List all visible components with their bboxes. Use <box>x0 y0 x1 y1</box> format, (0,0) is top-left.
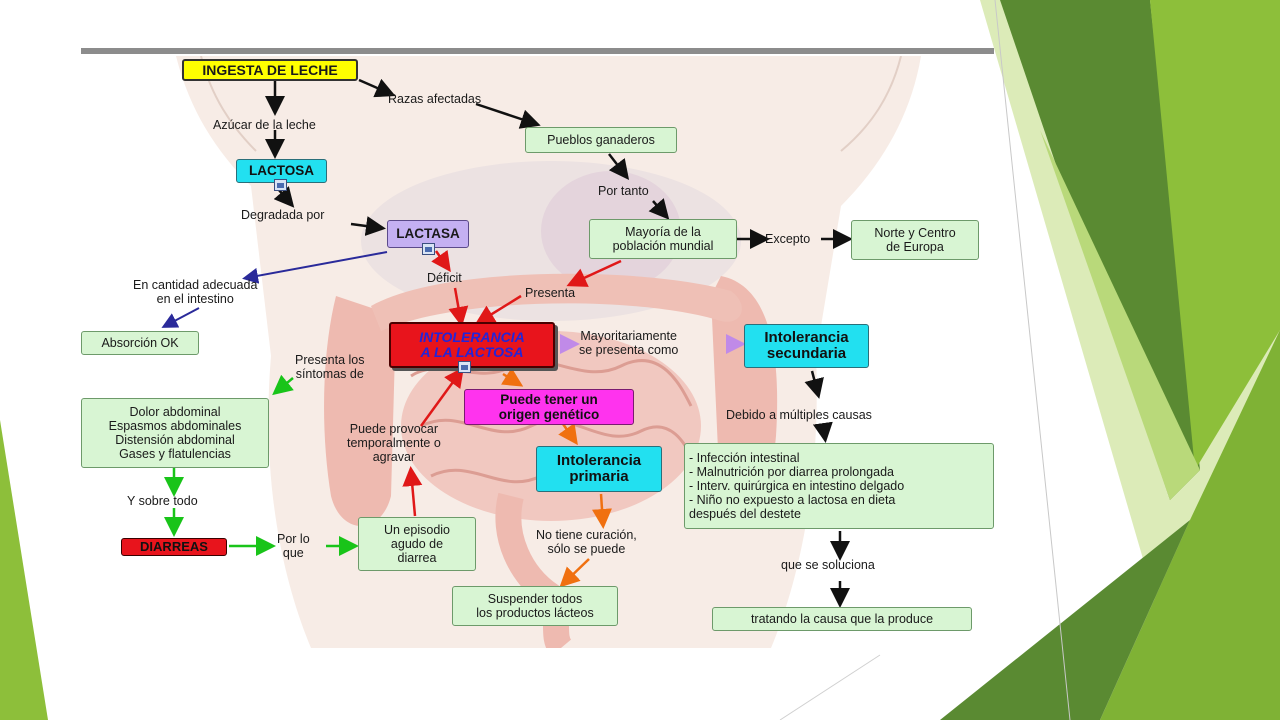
label-deficit: Déficit <box>427 271 462 285</box>
label-excepto: Excepto <box>765 232 811 246</box>
label-azucar-leche: Azúcar de la leche <box>213 118 316 132</box>
node-intolerancia-primaria: Intolerancia primaria <box>536 446 662 492</box>
label-cantidad-adecuada: En cantidad adecuada en el intestino <box>133 278 258 306</box>
concept-map-figure: INGESTA DE LECHE LACTOSA LACTASA Pueblos… <box>81 56 994 648</box>
right-green-triangle-top <box>1150 0 1280 470</box>
label-puede-provocar: Puede provocar temporalmente o agravar <box>347 422 441 464</box>
connector-arrows <box>161 78 853 608</box>
left-green-triangle <box>0 420 48 720</box>
label-debido-causas: Debido a múltiples causas <box>726 408 872 422</box>
label-presenta: Presenta <box>525 286 576 300</box>
node-diarreas: DIARREAS <box>121 538 227 556</box>
label-degradada-por: Degradada por <box>241 208 325 222</box>
node-tratando-causa: tratando la causa que la produce <box>712 607 972 631</box>
node-lactosa: LACTOSA <box>236 159 327 183</box>
label-y-sobre-todo: Y sobre todo <box>127 494 198 508</box>
node-intolerancia-secundaria: Intolerancia secundaria <box>744 324 869 368</box>
node-suspender-lacteos: Suspender todos los productos lácteos <box>452 586 618 626</box>
label-que-se-soluciona: que se soluciona <box>781 558 875 572</box>
right-green-triangle-bottom <box>1100 330 1280 720</box>
node-ingesta-de-leche: INGESTA DE LECHE <box>182 59 358 81</box>
right-pale-panel <box>980 0 1280 720</box>
label-razas-afectadas: Razas afectadas <box>388 92 482 106</box>
label-mayoritariamente: Mayoritariamente se presenta como <box>579 329 679 357</box>
label-por-tanto: Por tanto <box>598 184 649 198</box>
right-light-green-sliver <box>1040 130 1200 500</box>
label-presenta-sintomas: Presenta los síntomas de <box>295 353 365 381</box>
top-rule <box>81 48 994 54</box>
right-dark-green-triangle <box>1000 0 1200 500</box>
label-no-tiene-curacion: No tiene curación, sólo se puede <box>536 528 637 556</box>
node-pueblos-ganaderos: Pueblos ganaderos <box>525 127 677 153</box>
node-episodio-agudo: Un episodio agudo de diarrea <box>358 517 476 571</box>
node-sintomas: Dolor abdominal Espasmos abdominales Dis… <box>81 398 269 468</box>
node-absorcion-ok: Absorción OK <box>81 331 199 355</box>
node-origen-genetico: Puede tener un origen genético <box>464 389 634 425</box>
node-causas-secundaria: - Infección intestinal - Malnutrición po… <box>684 443 994 529</box>
node-norte-centro-europa: Norte y Centro de Europa <box>851 220 979 260</box>
label-por-lo-que: Por lo que <box>277 532 310 560</box>
node-mayoria-poblacion: Mayoría de la población mundial <box>589 219 737 259</box>
image-link-icon[interactable] <box>274 179 287 191</box>
image-link-icon[interactable] <box>458 361 471 373</box>
node-intolerancia-lactosa: INTOLERANCIA A LA LACTOSA <box>389 322 555 368</box>
image-link-icon[interactable] <box>422 243 435 255</box>
